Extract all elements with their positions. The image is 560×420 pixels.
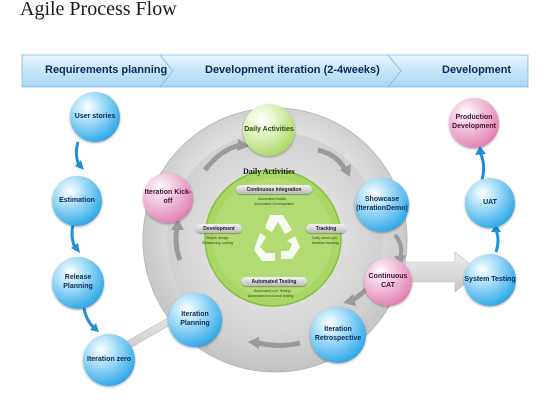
page-title: Agile Process Flow xyxy=(20,0,177,20)
pill-development: Development xyxy=(196,224,242,233)
phase-development: Development xyxy=(442,64,512,76)
right-column-arrows xyxy=(475,146,501,253)
bubble-iteration-retrospective: Iteration Retrospective xyxy=(310,307,366,363)
bubble-user-stories: User stories xyxy=(70,92,120,142)
cycle-arrow-6 xyxy=(173,227,183,261)
bubble-release-planning: Release Planning xyxy=(52,257,104,309)
pill-continuous-integration: Continuous integration xyxy=(236,185,312,194)
recycle-icon xyxy=(254,215,300,261)
bubble-uat: UAT xyxy=(465,178,515,228)
ci-note-2: Automated Development xyxy=(254,202,294,206)
bubble-continuous-cat: Continuous CAT xyxy=(364,258,412,306)
bubble-estimation: Estimation xyxy=(52,176,102,226)
track-note-1: Daily stand-ups xyxy=(312,236,337,240)
bubble-iteration-kickoff: Iteration Kick-off xyxy=(143,173,193,223)
bubble-production-development: Production Development xyxy=(449,98,499,148)
pill-tracking: Tracking xyxy=(306,224,346,233)
center-title: Daily Activities xyxy=(243,167,295,176)
cycle-arrow-1 xyxy=(203,142,241,172)
dev-note-1: Simple design xyxy=(206,236,229,240)
bubble-iteration-planning: Iteration Planning xyxy=(168,293,222,347)
left-column-arrows xyxy=(70,141,99,332)
bubble-showcase: Showcase (IterationDemo) xyxy=(355,178,409,232)
phase-bar-development xyxy=(387,54,529,88)
bubble-daily-activities: Daily Activities xyxy=(243,104,295,156)
cycle-arrow-5 xyxy=(257,340,301,348)
dev-note-2: Refactoring, coding xyxy=(202,241,233,245)
bubble-system-testing: System Testing xyxy=(464,254,516,306)
at-note-1: Automated unit Testing xyxy=(254,289,291,293)
at-note-2: Automated functional testing xyxy=(248,294,294,298)
track-note-2: Iteration tracking xyxy=(312,241,339,245)
pill-automated-testing: Automated Testing xyxy=(241,277,307,286)
ci-note-1: Automated Builds xyxy=(258,197,287,201)
bubble-iteration-zero: Iteration zero xyxy=(83,334,135,386)
cycle-arrow-2 xyxy=(317,147,348,172)
phase-requirements-planning: Requirements planning xyxy=(45,64,168,76)
phase-development-iteration: Development iteration (2-4weeks) xyxy=(205,64,380,76)
